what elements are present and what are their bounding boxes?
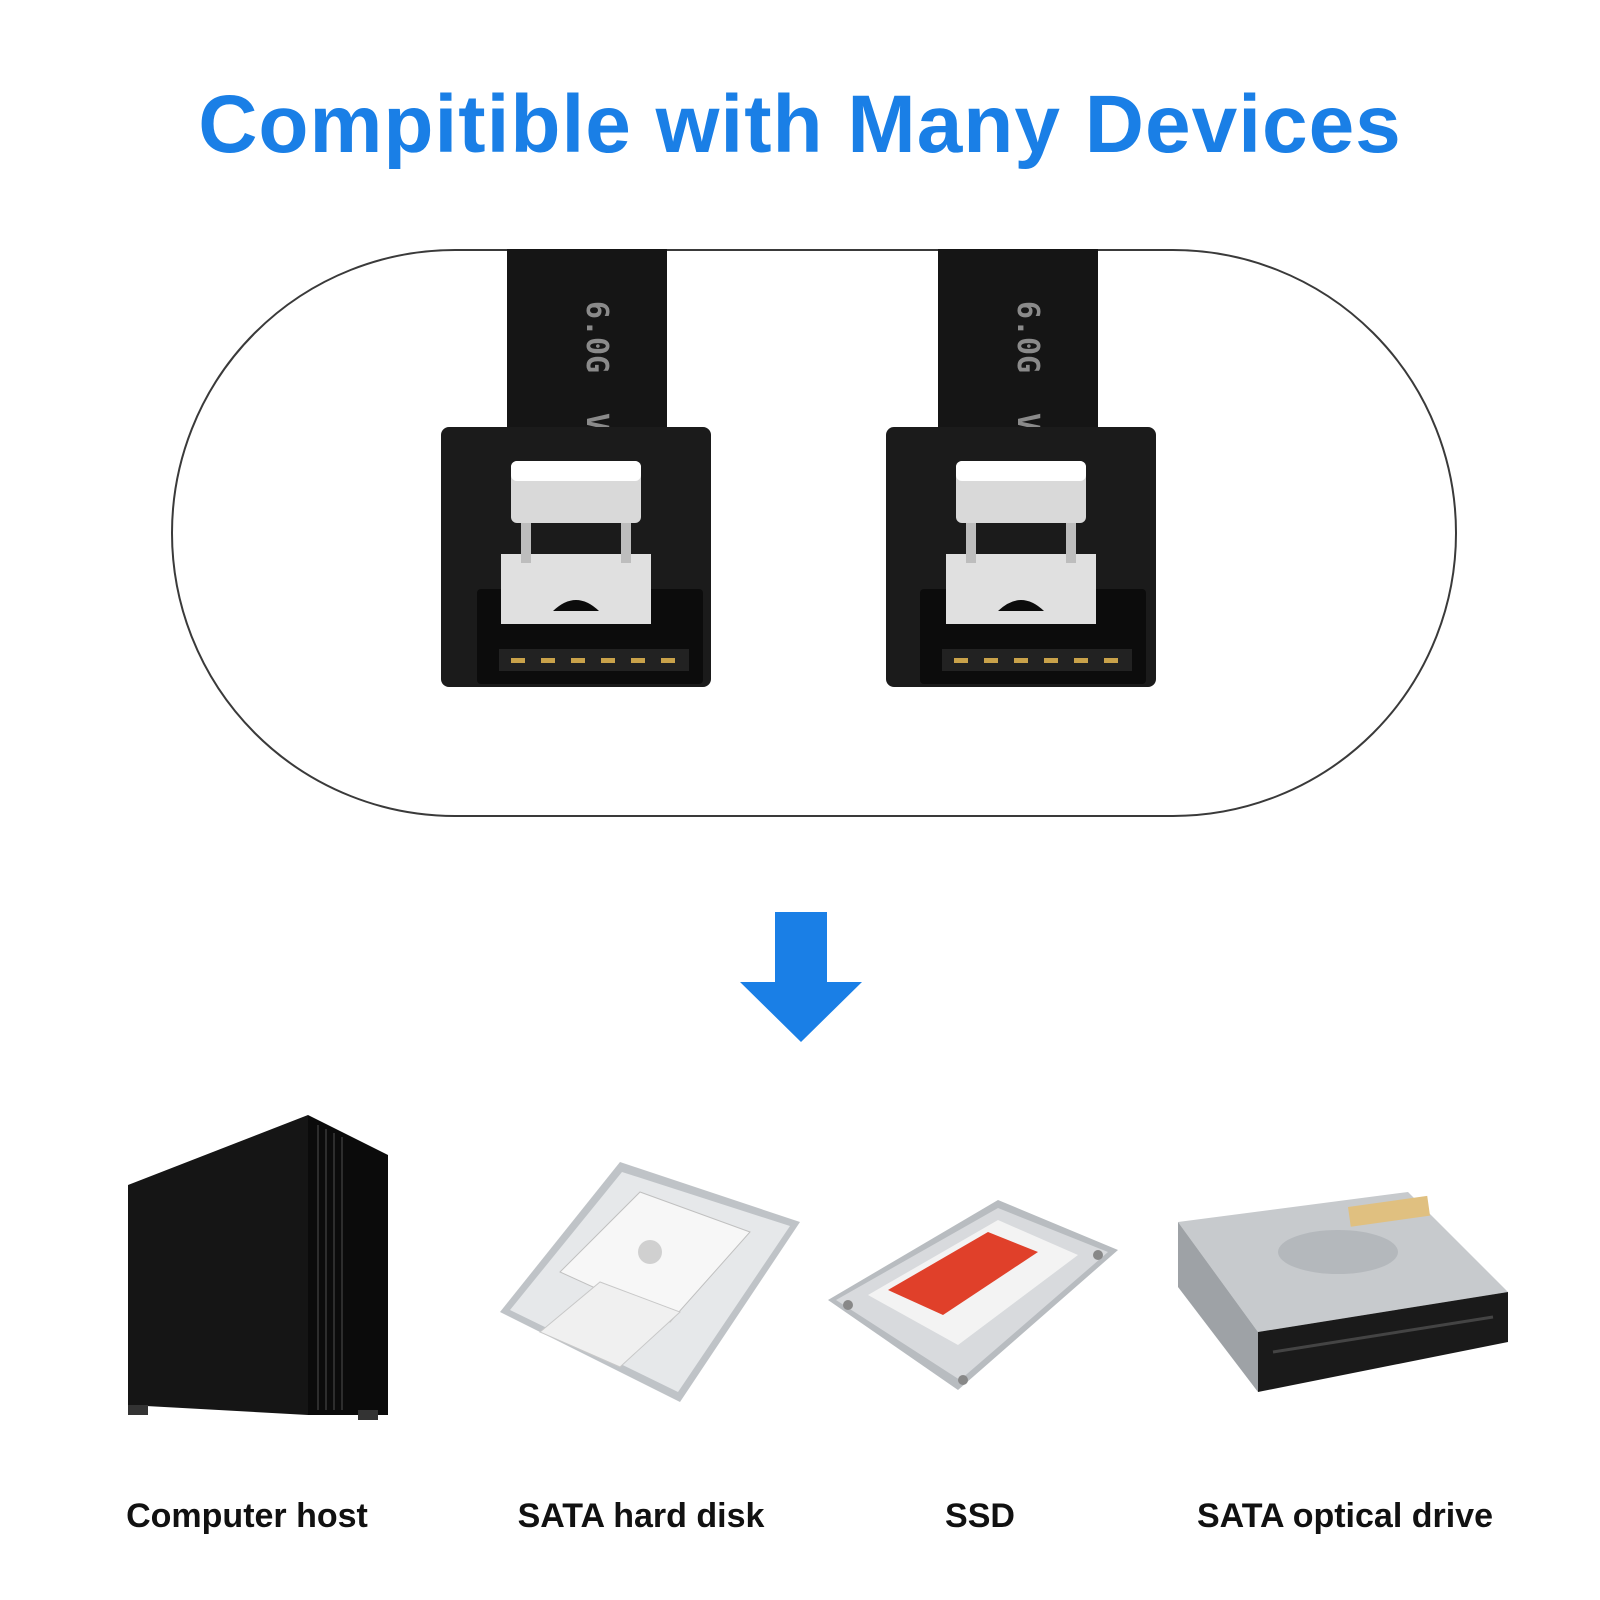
optical-drive-icon bbox=[1178, 1192, 1508, 1392]
hard-disk-icon bbox=[500, 1162, 800, 1402]
page-title: Compitible with Many Devices bbox=[198, 79, 1402, 170]
device-label-ssd: SSD bbox=[945, 1497, 1015, 1535]
connector-showcase-frame bbox=[171, 249, 1457, 817]
sata-connector-left: 6.0G VW-1 bbox=[441, 249, 711, 687]
cable-print-top: 6.0G bbox=[579, 301, 614, 373]
sata-connector-right: 6.0G VW-1 bbox=[886, 249, 1156, 687]
cable-print-top: 6.0G bbox=[1010, 301, 1045, 373]
computer-tower-icon bbox=[128, 1115, 388, 1420]
device-label-sata-optical-drive: SATA optical drive bbox=[1197, 1497, 1493, 1535]
device-label-computer-host: Computer host bbox=[126, 1497, 368, 1535]
device-label-sata-hard-disk: SATA hard disk bbox=[517, 1497, 765, 1535]
ssd-icon bbox=[828, 1200, 1118, 1390]
arrow-down-icon bbox=[740, 912, 862, 1042]
